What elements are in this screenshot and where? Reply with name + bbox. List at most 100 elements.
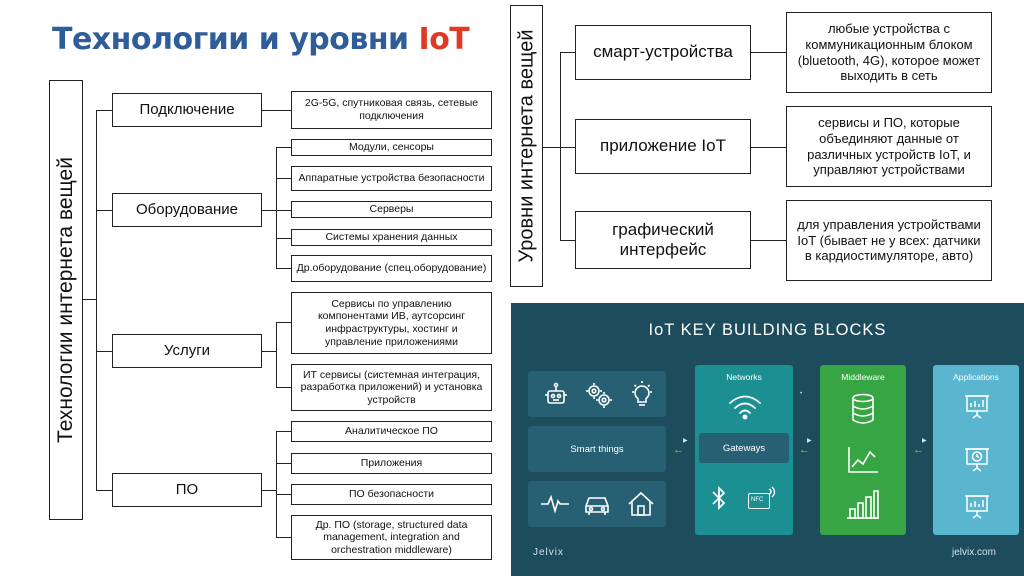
category-connectivity: Подключение	[112, 93, 262, 127]
title-accent: IoT	[418, 22, 470, 57]
levels-connector	[543, 147, 561, 149]
applications-label: Applications	[953, 372, 999, 382]
middleware-column: Middleware	[820, 365, 906, 535]
levels-connector	[751, 240, 786, 242]
level-graphic-interface: графический интерфейс	[575, 211, 751, 269]
tree-connector	[262, 210, 276, 212]
item-hardware: Др.оборудование (спец.оборудование)	[291, 255, 492, 282]
networks-label: Networks	[726, 372, 762, 382]
level-desc-iot-application: сервисы и ПО, которые объединяют данные …	[786, 106, 992, 187]
devices-tile-top	[528, 371, 666, 417]
tree-root-label: Технологии интернета вещей	[54, 157, 77, 443]
database-icon	[852, 393, 874, 424]
bluetooth-icon	[712, 485, 726, 511]
flow-marker: •	[800, 391, 803, 397]
tree-connector	[276, 147, 278, 269]
bar-chart-icon	[847, 490, 879, 519]
item-services: ИТ сервисы (системная интеграция, разраб…	[291, 364, 492, 411]
flow-arrow-middle: ←	[799, 444, 810, 456]
gears-icon	[586, 383, 612, 408]
tree-connector	[276, 322, 291, 324]
category-services: Услуги	[112, 334, 262, 368]
brand-url-right: jelvix.com	[952, 547, 996, 558]
brand-logo-left: Jelvix	[533, 547, 565, 558]
tree-connector	[276, 431, 278, 538]
tree-connector	[262, 490, 276, 492]
level-iot-application: приложение IoT	[575, 119, 751, 174]
smart-things-label: Smart things	[570, 443, 624, 455]
nfc-icon: NFC	[748, 493, 770, 509]
tree-connector	[96, 210, 112, 212]
item-software: Приложения	[291, 453, 492, 474]
wifi-icon	[729, 395, 761, 420]
item-software: Аналитическое ПО	[291, 421, 492, 442]
flow-arrow-right: ←	[913, 444, 924, 456]
middleware-label: Middleware	[841, 372, 885, 382]
item-hardware: Аппаратные устройства безопасности	[291, 166, 492, 191]
levels-root-label: Уровни интернета вещей	[515, 29, 537, 263]
levels-root-box: Уровни интернета вещей	[510, 5, 543, 287]
presentation-chart-icon	[965, 495, 989, 519]
tree-connector	[276, 463, 291, 465]
smart-things-tile: Smart things	[528, 426, 666, 472]
lightbulb-icon	[632, 381, 652, 406]
tree-connector	[276, 268, 291, 270]
flow-marker: ▶	[922, 438, 927, 444]
tree-connector	[276, 387, 291, 389]
tree-connector	[276, 537, 291, 539]
levels-connector	[751, 147, 786, 149]
item-hardware: Серверы	[291, 201, 492, 218]
devices-tile-bottom	[528, 481, 666, 527]
page-title: Технологии и уровни IoT	[52, 22, 470, 57]
nfc-label: NFC	[751, 497, 764, 503]
applications-column: Applications	[933, 365, 1019, 535]
tree-connector	[276, 431, 291, 433]
flow-arrow-left: ←	[673, 444, 684, 456]
flow-marker: ▶	[683, 438, 688, 444]
gateways-tile: Gateways	[699, 433, 789, 463]
line-chart-icon	[848, 447, 878, 473]
panel-title: IoT KEY BUILDING BLOCKS	[648, 321, 887, 339]
level-desc-graphic-interface: для управления устройствами IoT (бывает …	[786, 200, 992, 281]
tree-connector	[276, 494, 291, 496]
presentation-clock-icon	[965, 448, 989, 472]
tree-connector	[262, 110, 291, 112]
item-software: ПО безопасности	[291, 484, 492, 505]
car-icon	[585, 497, 609, 515]
level-desc-smart-devices: любые устройства с коммуникационным блок…	[786, 12, 992, 93]
flow-marker: ▶	[807, 438, 812, 444]
presentation-chart-icon	[965, 395, 989, 419]
item-software: Др. ПО (storage, structured data managem…	[291, 515, 492, 560]
tree-connector	[276, 238, 291, 240]
tree-connector	[83, 299, 97, 301]
tree-connector	[262, 351, 276, 353]
item-connectivity: 2G-5G, спутниковая связь, сетевые подклю…	[291, 91, 492, 129]
tree-connector	[276, 210, 291, 212]
category-software: ПО	[112, 473, 262, 507]
level-smart-devices: смарт-устройства	[575, 25, 751, 80]
tree-connector	[96, 351, 112, 353]
levels-connector	[751, 52, 786, 54]
tree-connector	[276, 147, 291, 149]
levels-connector	[560, 240, 575, 242]
tree-connector	[96, 110, 98, 491]
tree-root-box: Технологии интернета вещей	[49, 80, 83, 520]
item-hardware: Системы хранения данных	[291, 229, 492, 246]
item-hardware: Модули, сенсоры	[291, 139, 492, 156]
iot-building-blocks-panel: IoT KEY BUILDING BLOCKS Smart things ← ▶	[511, 303, 1024, 576]
tree-connector	[276, 322, 278, 388]
levels-connector	[560, 147, 575, 149]
tree-connector	[276, 178, 291, 180]
item-services: Сервисы по управлению компонентами ИВ, а…	[291, 292, 492, 354]
title-main: Технологии и уровни	[52, 22, 419, 57]
nfc-waves-icon	[768, 486, 776, 498]
tree-connector	[96, 110, 112, 112]
robot-icon	[545, 382, 567, 404]
home-icon	[628, 491, 654, 516]
heartbeat-icon	[541, 494, 569, 514]
networks-column: Networks Gateways NFC	[695, 365, 793, 535]
levels-connector	[560, 52, 562, 241]
levels-connector	[560, 52, 575, 54]
category-hardware: Оборудование	[112, 193, 262, 227]
gateways-label: Gateways	[722, 442, 766, 454]
